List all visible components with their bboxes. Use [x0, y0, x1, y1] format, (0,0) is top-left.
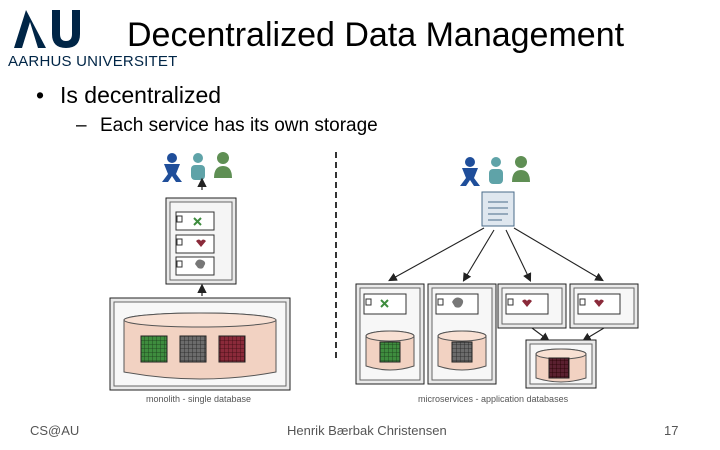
slide-title: Decentralized Data Management: [127, 16, 625, 54]
bullet-text: Each service has its own storage: [100, 115, 378, 136]
aarhus-university-logo-icon: [14, 10, 80, 48]
bullet-level-2: –Each service has its own storage: [76, 115, 378, 137]
user-icon: [162, 153, 182, 182]
logo-text: AARHUS UNIVERSITET: [8, 53, 178, 70]
users-group-right: [460, 156, 530, 186]
bullet-level-1: • Is decentralized: [36, 82, 221, 109]
bullet-dash: –: [76, 115, 87, 136]
users-group-left: [162, 152, 232, 182]
microservice-box: [497, 283, 567, 329]
footer-author: Henrik Bærbak Christensen: [287, 423, 447, 438]
microservice-box: [427, 283, 497, 385]
microservice-box: [355, 283, 425, 385]
single-database: [109, 297, 291, 391]
diagram-caption-right: microservices - application databases: [418, 394, 569, 404]
bullet-text: Is decentralized: [60, 82, 222, 108]
diagram-caption-left: monolith - single database: [146, 394, 252, 404]
user-icon: [489, 157, 503, 184]
user-icon: [512, 156, 530, 182]
user-icon: [460, 157, 480, 186]
footer-left: CS@AU: [30, 423, 80, 438]
monolith-application-box: [165, 197, 237, 285]
page-number: 17: [664, 423, 679, 438]
bullet-dot: •: [36, 82, 45, 108]
user-icon: [191, 153, 205, 180]
microservice-box: [569, 283, 639, 329]
user-icon: [214, 152, 232, 178]
shared-service-database: [525, 339, 597, 389]
gateway-document-icon: [481, 191, 515, 227]
